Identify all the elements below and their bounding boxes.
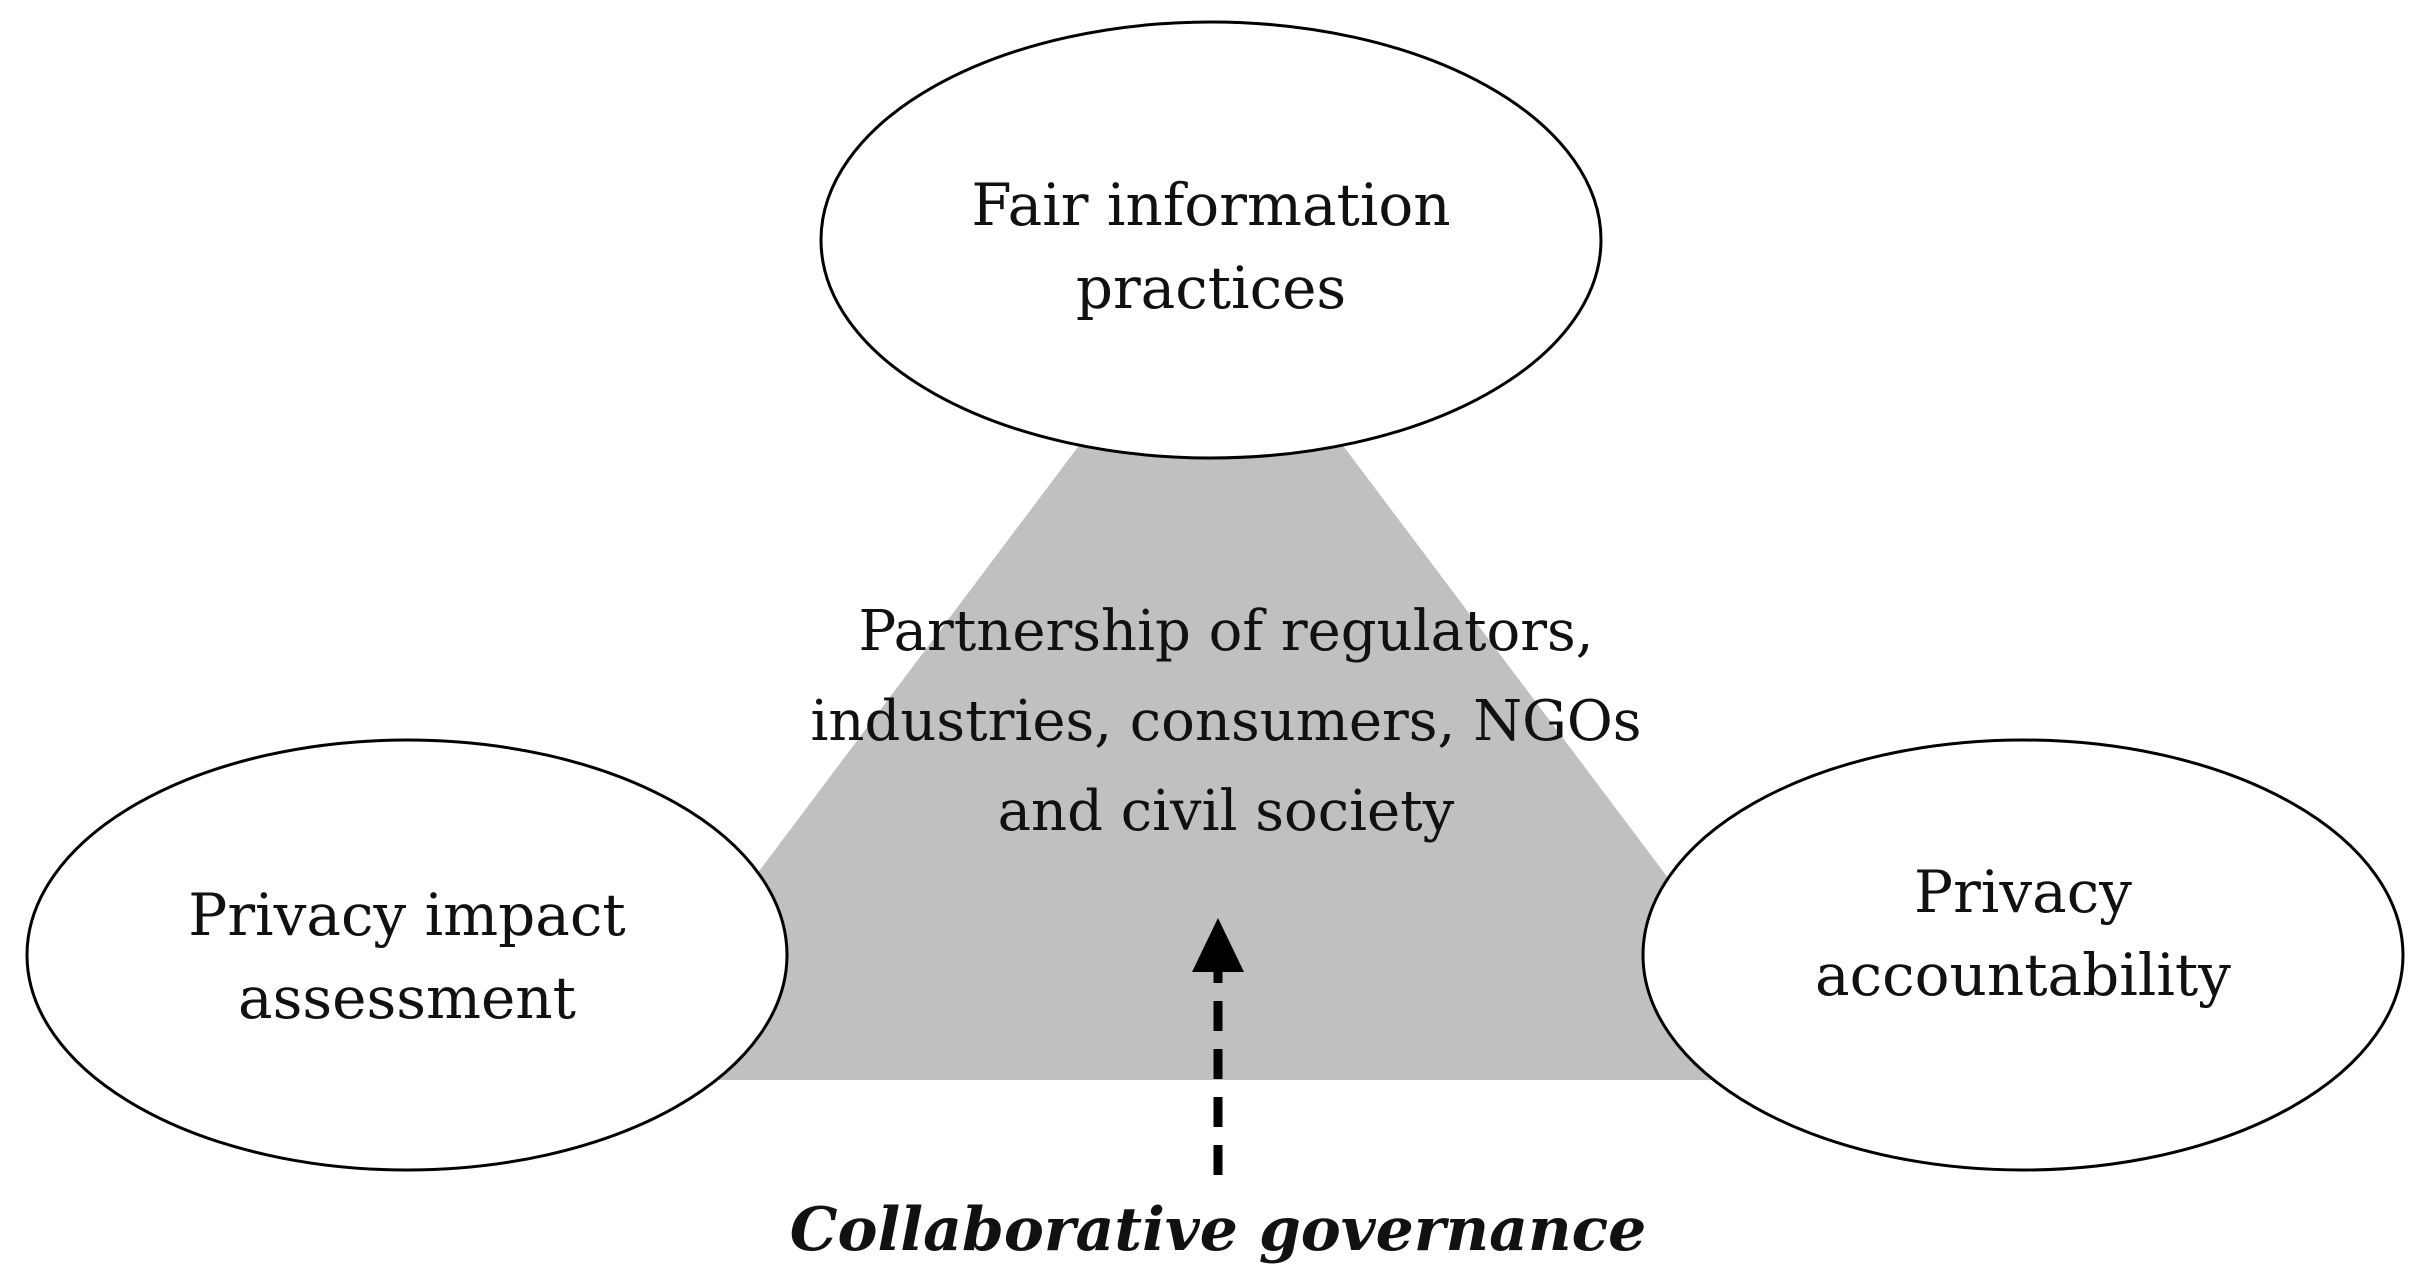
center-label-line2: industries, consumers, NGOs xyxy=(811,689,1642,754)
center-label-line3: and civil society xyxy=(998,779,1455,844)
left-node-label-line2: assessment xyxy=(238,964,576,1032)
partnership-triangle xyxy=(602,270,1820,1080)
left-node-label-line1: Privacy impact xyxy=(188,881,625,949)
right-node-label-line2: accountability xyxy=(1815,941,2231,1009)
arrow-head-icon xyxy=(1192,918,1244,972)
right-node-label-line1: Privacy xyxy=(1914,858,2132,926)
center-label-line1: Partnership of regulators, xyxy=(858,599,1593,664)
privacy-accountability-ellipse xyxy=(1641,738,2405,1172)
top-node-label-line2: practices xyxy=(1076,254,1346,322)
collaborative-governance-caption: Collaborative governance xyxy=(790,1195,1647,1265)
privacy-impact-assessment-ellipse xyxy=(25,738,789,1172)
top-node-label-line1: Fair information xyxy=(971,171,1450,239)
fair-information-practices-ellipse xyxy=(819,20,1603,460)
